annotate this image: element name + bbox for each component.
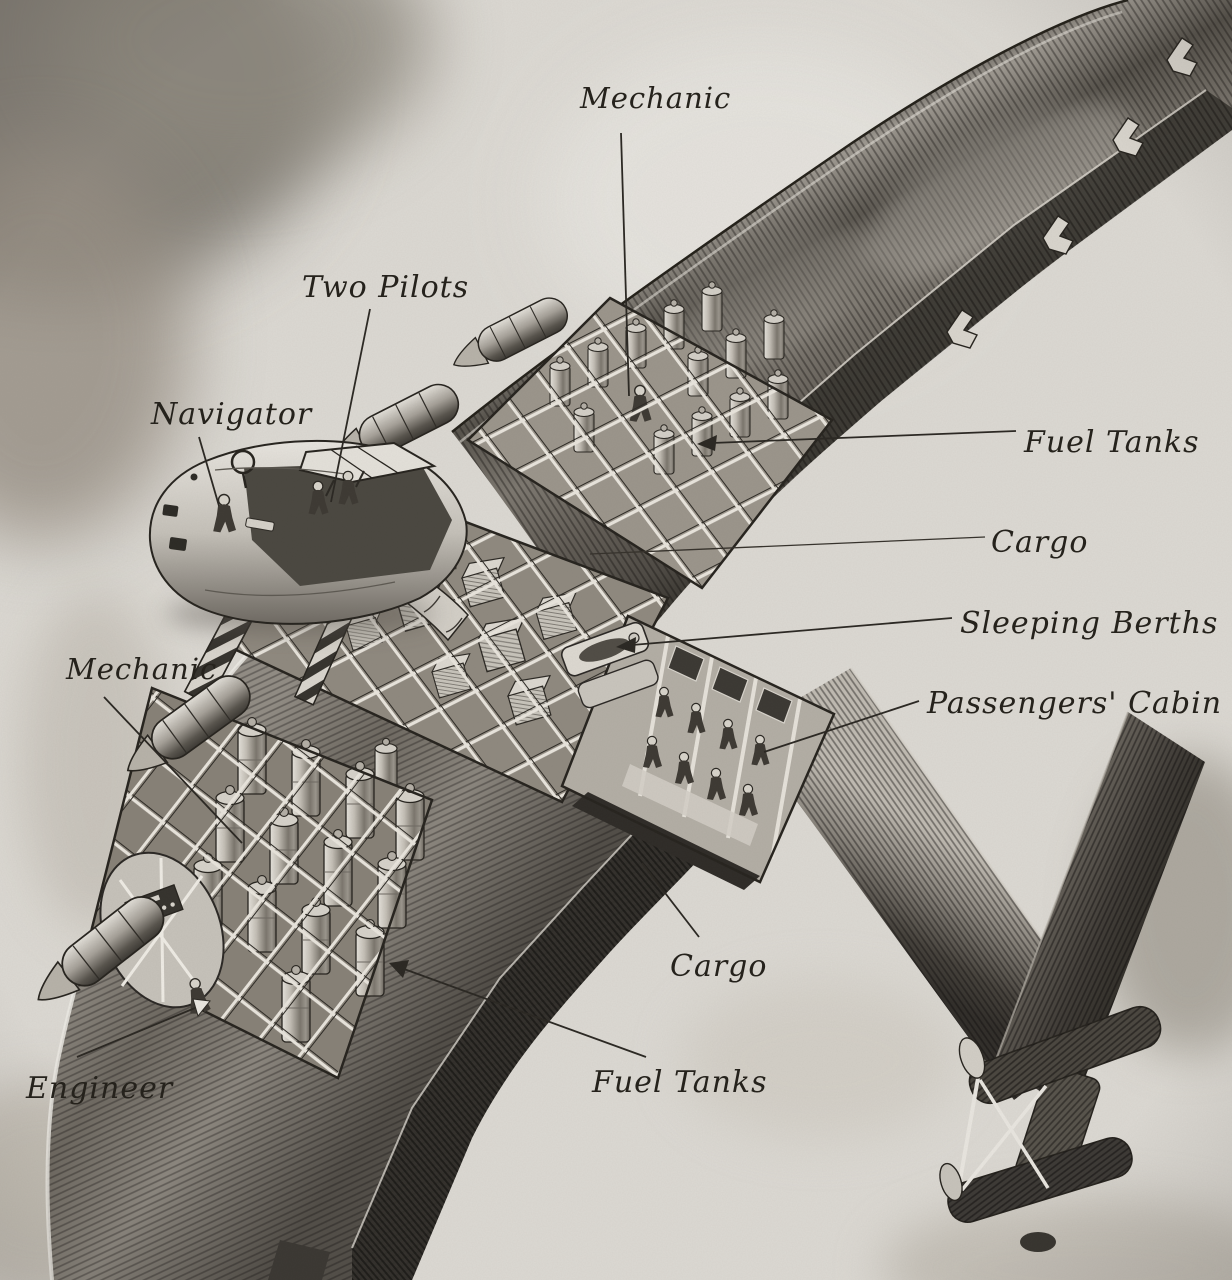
aircraft-cutaway-drawing: Mechanic Two Pilots Navigator Fuel Tanks…	[0, 0, 1232, 1280]
vignette	[0, 0, 1232, 1280]
cutaway-illustration-page: Mechanic Two Pilots Navigator Fuel Tanks…	[0, 0, 1232, 1280]
